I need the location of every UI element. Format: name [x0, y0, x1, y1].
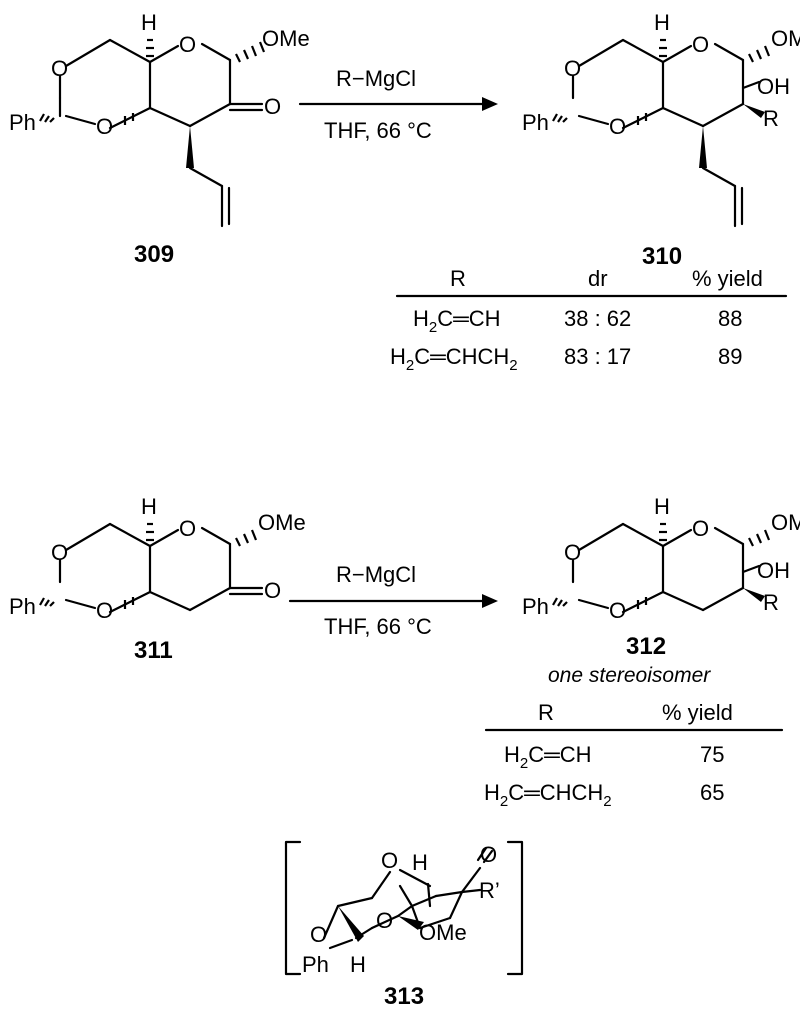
reaction-arrow-1 [298, 97, 498, 111]
reagent-2: R−MgCl [336, 562, 416, 587]
svg-text:OMe: OMe [771, 26, 800, 51]
table2-header-yield: % yield [662, 700, 733, 725]
svg-text:O: O [179, 32, 196, 57]
svg-text:O: O [51, 540, 68, 565]
svg-text:Ph: Ph [9, 594, 36, 619]
svg-text:H: H [141, 10, 157, 35]
svg-text:O: O [692, 516, 709, 541]
product-note-312: one stereoisomer [548, 664, 711, 687]
molecule-312: O O O H OMe OH R Ph [522, 494, 800, 623]
svg-text:O: O [96, 598, 113, 623]
svg-text:O: O [264, 94, 281, 119]
svg-text:H: H [654, 494, 670, 519]
svg-text:R’: R’ [479, 878, 500, 903]
svg-text:H: H [141, 494, 157, 519]
table-reaction-1: R dr % yield H2C═CH 38 : 62 88 H2C═CHCH2… [390, 266, 788, 374]
svg-text:O: O [692, 32, 709, 57]
svg-text:O: O [179, 516, 196, 541]
table1-row1-dr: 38 : 62 [564, 306, 631, 331]
svg-text:O: O [609, 598, 626, 623]
molecule-311: O O O H O OMe Ph [9, 494, 306, 623]
svg-text:O: O [609, 114, 626, 139]
svg-text:H: H [350, 952, 366, 977]
table1-header-r: R [450, 266, 466, 291]
svg-text:O: O [310, 922, 327, 947]
svg-text:Ph: Ph [9, 110, 36, 135]
svg-text:H: H [654, 10, 670, 35]
svg-text:OMe: OMe [771, 510, 800, 535]
svg-text:R: R [763, 106, 779, 131]
svg-text:OH: OH [757, 74, 790, 99]
table2-header-r: R [538, 700, 554, 725]
compound-label-311: 311 [134, 637, 173, 664]
compound-label-310: 310 [642, 243, 682, 270]
svg-text:O: O [480, 842, 497, 867]
svg-text:O: O [376, 908, 393, 933]
molecule-310: O O O H OMe OH R Ph [522, 10, 800, 228]
compound-label-313: 313 [384, 983, 424, 1010]
svg-text:OH: OH [757, 558, 790, 583]
table1-row1-r: H2C═CH [413, 306, 500, 336]
table2-row2-yield: 65 [700, 780, 724, 805]
molecule-309: O O O H O OMe Ph [9, 10, 310, 228]
reaction-arrow-2 [288, 594, 498, 608]
svg-text:OMe: OMe [419, 920, 467, 945]
svg-text:O: O [51, 56, 68, 81]
conditions-2: THF, 66 °C [324, 614, 432, 639]
table1-row2-dr: 83 : 17 [564, 344, 631, 369]
svg-text:Ph: Ph [522, 594, 549, 619]
svg-text:O: O [564, 540, 581, 565]
left-bracket [284, 840, 302, 976]
svg-text:Ph: Ph [522, 110, 549, 135]
svg-text:O: O [264, 578, 281, 603]
table2-row1-yield: 75 [700, 742, 724, 767]
table1-header-yield: % yield [692, 266, 763, 291]
svg-text:O: O [96, 114, 113, 139]
svg-text:R: R [763, 590, 779, 615]
table1-header-dr: dr [588, 266, 608, 291]
table1-row2-r: H2C═CHCH2 [390, 344, 518, 374]
svg-text:OMe: OMe [262, 26, 310, 51]
table2-row2-r: H2C═CHCH2 [484, 780, 612, 810]
compound-label-312: 312 [626, 633, 666, 660]
right-bracket [506, 840, 524, 976]
molecule-313: O O H R’ OMe O O Ph H [284, 840, 524, 977]
conditions-1: THF, 66 °C [324, 118, 432, 143]
table-reaction-2: R % yield H2C═CH 75 H2C═CHCH2 65 [484, 700, 784, 810]
compound-label-309: 309 [134, 241, 174, 268]
table2-row1-r: H2C═CH [504, 742, 591, 772]
svg-text:OMe: OMe [258, 510, 306, 535]
reagent-1: R−MgCl [336, 66, 416, 91]
table1-row1-yield: 88 [718, 306, 742, 331]
table1-row2-yield: 89 [718, 344, 742, 369]
svg-text:O: O [381, 848, 398, 873]
svg-text:O: O [564, 56, 581, 81]
svg-text:H: H [412, 850, 428, 875]
svg-text:Ph: Ph [302, 952, 329, 977]
